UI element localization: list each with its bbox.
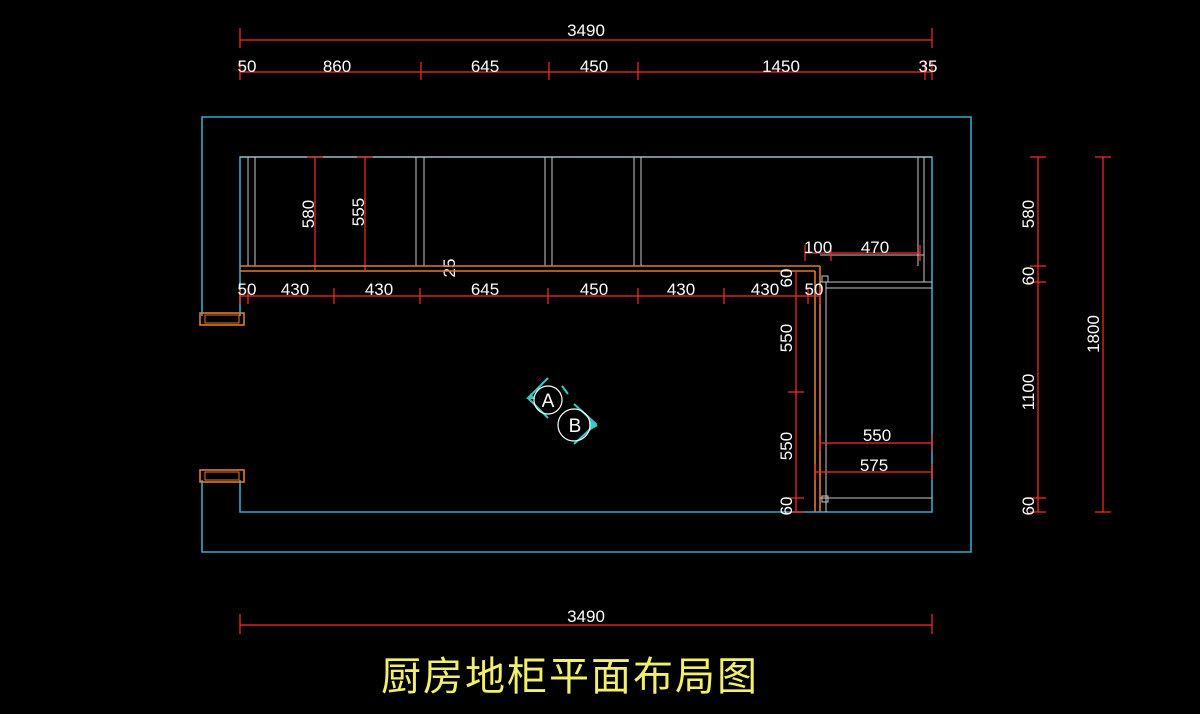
dim-right-stack-2: 60: [1019, 267, 1038, 286]
dim-right-stack-4: 60: [1019, 497, 1038, 516]
door-jambs: [199, 312, 245, 483]
dim-counter-gap: 25: [440, 259, 459, 278]
dim-top-overall: 3490: [567, 21, 605, 40]
dim-upper-depth-1: 580: [299, 200, 318, 228]
dim-top-seg-3: 645: [471, 57, 499, 76]
dim-right-stack-3: 1100: [1019, 374, 1038, 411]
dim-top-seg-1: 50: [238, 57, 257, 76]
view-markers: A B: [526, 377, 598, 445]
top-segment-dimension: 50 860 645 450 1450 35: [238, 57, 938, 80]
right-cabinet-dimension: 550 575: [814, 426, 933, 480]
dim-right-inner-3: 60: [777, 497, 796, 516]
upper-cabinets: [240, 156, 932, 282]
dim-top-seg-4: 450: [580, 57, 608, 76]
dim-right-top-1: 100: [804, 238, 832, 257]
marker-b: [557, 408, 591, 442]
dim-counter-seg-6: 430: [667, 280, 695, 299]
dim-bottom-overall: 3490: [567, 607, 605, 626]
dim-top-seg-2: 860: [323, 57, 351, 76]
right-top-dimension: 100 470: [804, 238, 921, 261]
dim-right-top-2: 470: [861, 238, 889, 257]
upper-depth-dimensions: 580 555 25: [299, 156, 459, 278]
dim-top-seg-6: 35: [919, 57, 938, 76]
top-overall-dimension: 3490: [239, 21, 933, 48]
right-total-dimension: 1800: [1084, 156, 1111, 513]
dim-right-cab-1: 550: [863, 426, 891, 445]
door-jamb-top: [199, 312, 245, 326]
counter-segment-dimension: 50 430 430 645 450 430 430 60 50: [238, 269, 824, 304]
dim-counter-seg-3: 430: [365, 280, 393, 299]
bottom-overall-dimension: 3490: [239, 607, 933, 634]
marker-b-label: B: [569, 416, 582, 437]
door-jamb-bottom: [199, 469, 245, 483]
dim-right-inner-1: 550: [777, 324, 796, 352]
marker-a-label: A: [542, 391, 555, 412]
dim-counter-seg-4: 645: [471, 280, 499, 299]
room-walls: [201, 116, 972, 553]
dim-counter-seg-7: 430: [751, 280, 779, 299]
dim-right-stack-1: 580: [1019, 200, 1038, 228]
countertop: [240, 265, 932, 512]
dim-right-cab-2: 575: [860, 456, 888, 475]
dim-top-seg-5: 1450: [762, 57, 800, 76]
dim-counter-seg-5: 450: [580, 280, 608, 299]
right-stack-dimension: 580 60 1100 60: [1019, 156, 1046, 516]
dim-counter-seg-9: 50: [805, 280, 824, 299]
right-inner-vertical-dimension: 550 550 60: [777, 271, 804, 515]
dim-right-total: 1800: [1084, 315, 1103, 353]
dim-upper-depth-2: 555: [349, 198, 368, 226]
dim-counter-seg-2: 430: [281, 280, 309, 299]
drawing-title: 厨房地柜平面布局图: [381, 654, 759, 700]
dim-right-inner-2: 550: [777, 432, 796, 460]
dim-counter-seg-8: 60: [777, 269, 796, 288]
dim-counter-seg-1: 50: [238, 280, 257, 299]
marker-a: [533, 385, 563, 415]
